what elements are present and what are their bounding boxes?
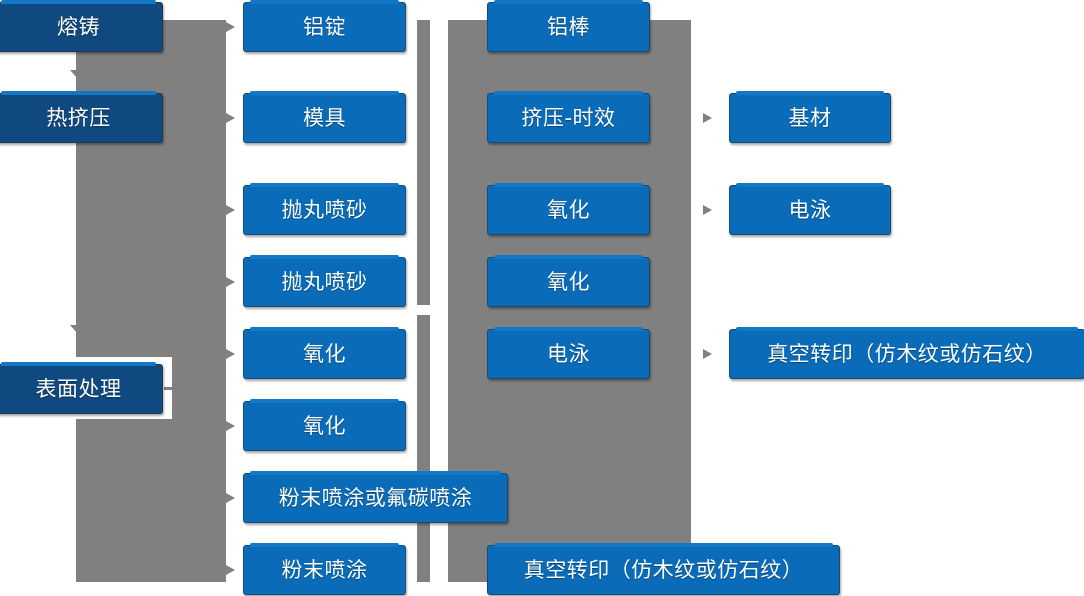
node-label: 抛丸喷砂 xyxy=(281,269,368,294)
node-label: 模具 xyxy=(303,105,346,130)
node-label: 氧化 xyxy=(303,341,346,366)
process2-node-electrophoresis[interactable]: 电泳 xyxy=(487,327,650,379)
box-cap xyxy=(1,91,156,95)
box-cap xyxy=(250,327,399,331)
process2-node-extrusion-aging[interactable]: 挤压-时效 xyxy=(487,91,650,143)
arrow-to-base-material xyxy=(703,113,712,123)
process-node-mold[interactable]: 模具 xyxy=(243,91,406,143)
box-cap xyxy=(494,91,643,95)
process-node-powder-or-fluorocarbon-coating[interactable]: 粉末喷涂或氟碳喷涂 xyxy=(243,471,508,523)
node-label: 真空转印（仿木纹或仿石纹） xyxy=(767,341,1047,366)
connector-down-arrow-1 xyxy=(70,70,86,79)
connector-mid-rail-bottom xyxy=(417,315,430,582)
box-cap xyxy=(736,183,884,187)
arrow-to-vacuum-transfer-out xyxy=(703,349,712,359)
arrow-to-mold xyxy=(226,113,235,123)
arrow-to-shot-blasting-1 xyxy=(226,205,235,215)
node-label: 热挤压 xyxy=(46,105,111,130)
output-node-vacuum-transfer-printing[interactable]: 真空转印（仿木纹或仿石纹） xyxy=(729,327,1084,379)
node-label: 抛丸喷砂 xyxy=(281,197,368,222)
tick-mid-1 xyxy=(430,25,448,28)
box-cap xyxy=(736,327,1078,331)
node-label: 粉末喷涂 xyxy=(281,557,368,582)
arrow-to-oxidation-2 xyxy=(226,421,235,431)
node-label: 表面处理 xyxy=(35,376,122,401)
output-node-base-material[interactable]: 基材 xyxy=(729,91,891,143)
tick-mid-4 xyxy=(430,280,448,283)
box-cap xyxy=(494,183,643,187)
box-cap xyxy=(494,0,643,4)
connector-surface-stub xyxy=(164,387,186,390)
process2-node-vacuum-transfer-printing[interactable]: 真空转印（仿木纹或仿石纹） xyxy=(487,543,840,595)
process-node-aluminum-ingot[interactable]: 铝锭 xyxy=(243,0,406,52)
box-cap xyxy=(1,0,156,4)
tick-mid-6 xyxy=(430,567,448,570)
connector-down-arrow-2 xyxy=(70,325,86,334)
box-cap xyxy=(250,255,399,259)
process-node-shot-blasting-1[interactable]: 抛丸喷砂 xyxy=(243,183,406,235)
node-label: 铝棒 xyxy=(547,14,590,39)
node-label: 电泳 xyxy=(788,197,832,222)
node-label: 氧化 xyxy=(547,197,590,222)
process-node-oxidation-2[interactable]: 氧化 xyxy=(243,399,406,451)
node-label: 氧化 xyxy=(547,269,590,294)
box-cap xyxy=(250,543,399,547)
stage-node-melting-casting[interactable]: 熔铸 xyxy=(0,0,163,52)
box-cap xyxy=(1,362,156,366)
node-label: 电泳 xyxy=(547,341,590,366)
process-node-oxidation-1[interactable]: 氧化 xyxy=(243,327,406,379)
box-cap xyxy=(250,183,399,187)
arrow-to-oxidation-1 xyxy=(226,349,235,359)
process2-node-oxidation-2[interactable]: 氧化 xyxy=(487,255,650,307)
node-label: 铝锭 xyxy=(303,14,346,39)
node-label: 粉末喷涂或氟碳喷涂 xyxy=(278,485,473,510)
box-cap xyxy=(494,327,643,331)
arrow-to-electrophoresis-out xyxy=(703,205,712,215)
process-node-shot-blasting-2[interactable]: 抛丸喷砂 xyxy=(243,255,406,307)
node-label: 真空转印（仿木纹或仿石纹） xyxy=(523,557,804,582)
node-label: 氧化 xyxy=(303,413,346,438)
output-node-electrophoresis[interactable]: 电泳 xyxy=(729,183,891,235)
connector-mid-rail-top xyxy=(417,20,430,305)
tick-mid-5 xyxy=(430,352,448,355)
stage-node-surface-treatment[interactable]: 表面处理 xyxy=(0,362,163,414)
arrow-to-aluminum-ingot xyxy=(226,22,235,32)
box-cap xyxy=(250,471,501,475)
arrow-to-powder-or-fluorocarbon xyxy=(226,493,235,503)
arrow-to-powder-coating xyxy=(226,565,235,575)
box-cap xyxy=(250,0,399,4)
node-label: 基材 xyxy=(788,105,832,130)
process2-node-oxidation-1[interactable]: 氧化 xyxy=(487,183,650,235)
node-label: 挤压-时效 xyxy=(521,105,616,130)
tick-mid-3 xyxy=(430,208,448,211)
connector-mid-channel xyxy=(430,20,448,582)
tick-mid-2 xyxy=(430,116,448,119)
node-label: 熔铸 xyxy=(57,14,100,39)
box-cap xyxy=(494,543,833,547)
process-node-powder-coating[interactable]: 粉末喷涂 xyxy=(243,543,406,595)
box-cap xyxy=(250,91,399,95)
stage-node-hot-extrusion[interactable]: 热挤压 xyxy=(0,91,163,143)
box-cap xyxy=(494,255,643,259)
process2-node-aluminum-bar[interactable]: 铝棒 xyxy=(487,0,650,52)
box-cap xyxy=(736,91,884,95)
box-cap xyxy=(250,399,399,403)
arrow-to-shot-blasting-2 xyxy=(226,277,235,287)
